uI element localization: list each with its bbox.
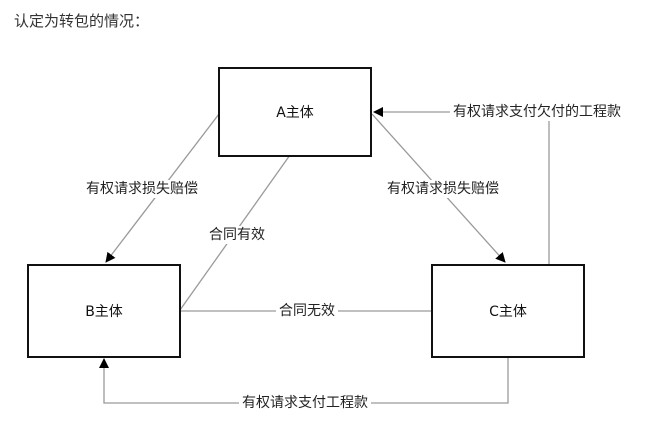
edge-label-a-to-b: 有权请求损失赔偿 [83, 180, 201, 198]
entity-c-box: C主体 [431, 264, 585, 358]
edge-label-a-to-c: 有权请求损失赔偿 [384, 180, 502, 198]
entity-a-box: A主体 [218, 67, 372, 157]
page-title: 认定为转包的情况： [14, 12, 150, 30]
edge-label-a-b-contract: 合同有效 [206, 226, 268, 244]
entity-a-label: A主体 [276, 105, 314, 121]
edge-label-b-c-contract: 合同无效 [276, 302, 338, 320]
edge-label-c-to-a: 有权请求支付欠付的工程款 [450, 103, 624, 121]
entity-c-label: C主体 [489, 304, 527, 320]
edge-label-c-to-b: 有权请求支付工程款 [239, 394, 371, 412]
entity-b-label: B主体 [85, 304, 123, 320]
entity-b-box: B主体 [27, 264, 181, 358]
